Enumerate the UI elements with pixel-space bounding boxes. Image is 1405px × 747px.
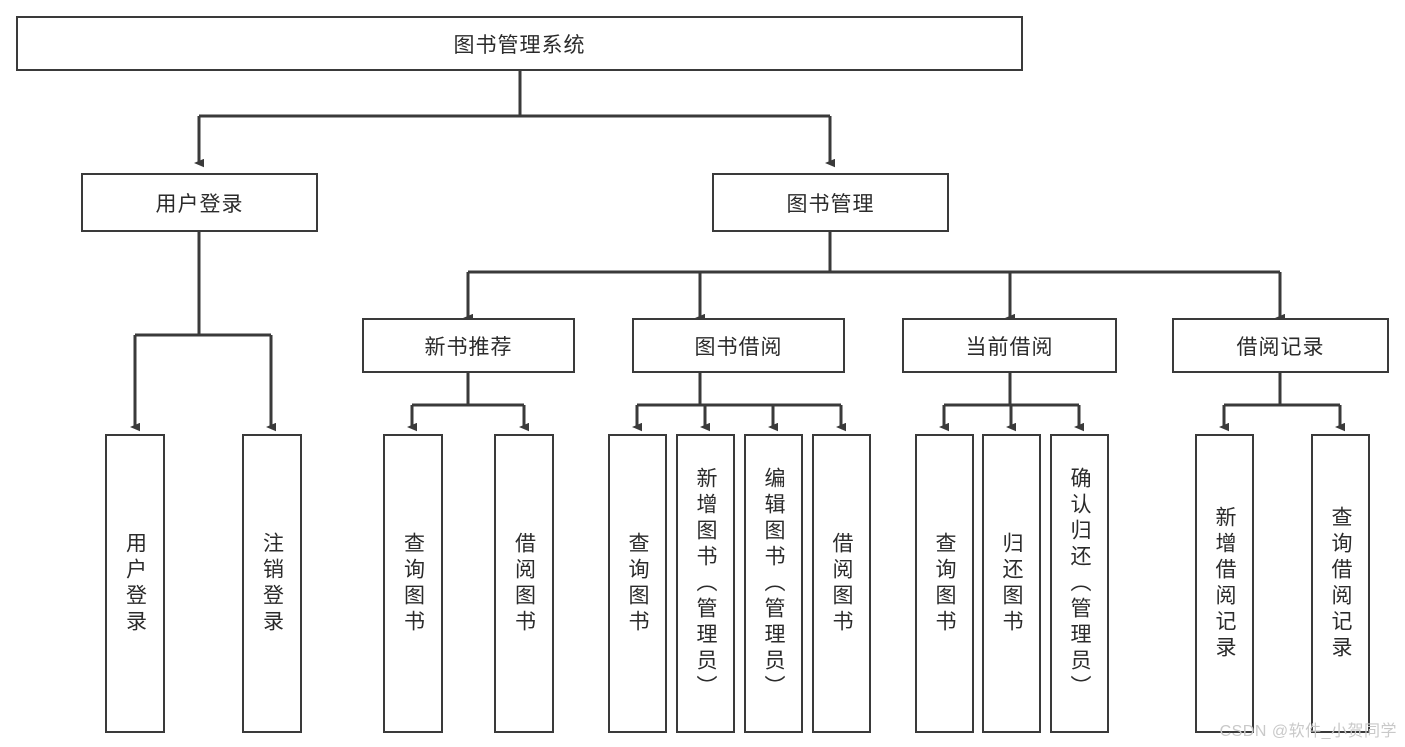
node-borrow-record-label: 借阅记录 [1236, 335, 1325, 359]
leaf-logout[interactable]: 注销登录 [242, 434, 302, 733]
leaf-query-book-3[interactable]: 查询图书 [915, 434, 974, 733]
node-current-borrow[interactable]: 当前借阅 [902, 318, 1117, 373]
node-borrow-record[interactable]: 借阅记录 [1172, 318, 1389, 373]
leaf-query-book-1[interactable]: 查询图书 [383, 434, 443, 733]
leaf-add-book-label: 新增图书（管理员） [694, 466, 717, 701]
leaf-return-book[interactable]: 归还图书 [982, 434, 1041, 733]
node-book-manage[interactable]: 图书管理 [712, 173, 949, 232]
leaf-borrow-book-2[interactable]: 借阅图书 [812, 434, 871, 733]
node-root-label: 图书管理系统 [453, 33, 586, 57]
leaf-add-record-label: 新增借阅记录 [1213, 505, 1236, 662]
leaf-borrow-book-1[interactable]: 借阅图书 [494, 434, 554, 733]
leaf-query-book-1-label: 查询图书 [401, 531, 425, 636]
node-new-book-recommend[interactable]: 新书推荐 [362, 318, 575, 373]
leaf-confirm-return-label: 确认归还（管理员） [1068, 466, 1091, 701]
node-book-manage-label: 图书管理 [786, 192, 875, 216]
watermark-text: CSDN @软件_小贺同学 [1219, 723, 1397, 740]
node-current-borrow-label: 当前借阅 [965, 335, 1054, 359]
leaf-logout-label: 注销登录 [260, 531, 284, 636]
node-new-book-recommend-label: 新书推荐 [424, 335, 513, 359]
leaf-borrow-book-2-label: 借阅图书 [830, 531, 853, 636]
node-book-borrow-label: 图书借阅 [694, 335, 783, 359]
leaf-query-book-2[interactable]: 查询图书 [608, 434, 667, 733]
node-book-borrow[interactable]: 图书借阅 [632, 318, 845, 373]
leaf-return-book-label: 归还图书 [1000, 531, 1023, 636]
leaf-confirm-return[interactable]: 确认归还（管理员） [1050, 434, 1109, 733]
leaf-user-login[interactable]: 用户登录 [105, 434, 165, 733]
leaf-borrow-book-1-label: 借阅图书 [512, 531, 536, 636]
node-root[interactable]: 图书管理系统 [16, 16, 1023, 71]
leaf-add-record[interactable]: 新增借阅记录 [1195, 434, 1254, 733]
leaf-query-record[interactable]: 查询借阅记录 [1311, 434, 1370, 733]
leaf-add-book[interactable]: 新增图书（管理员） [676, 434, 735, 733]
leaf-query-record-label: 查询借阅记录 [1329, 505, 1352, 662]
leaf-edit-book[interactable]: 编辑图书（管理员） [744, 434, 803, 733]
leaf-query-book-3-label: 查询图书 [933, 531, 956, 636]
node-user-login[interactable]: 用户登录 [81, 173, 318, 232]
leaf-edit-book-label: 编辑图书（管理员） [762, 466, 785, 701]
leaf-user-login-label: 用户登录 [123, 531, 147, 636]
node-user-login-label: 用户登录 [155, 192, 244, 216]
leaf-query-book-2-label: 查询图书 [626, 531, 649, 636]
